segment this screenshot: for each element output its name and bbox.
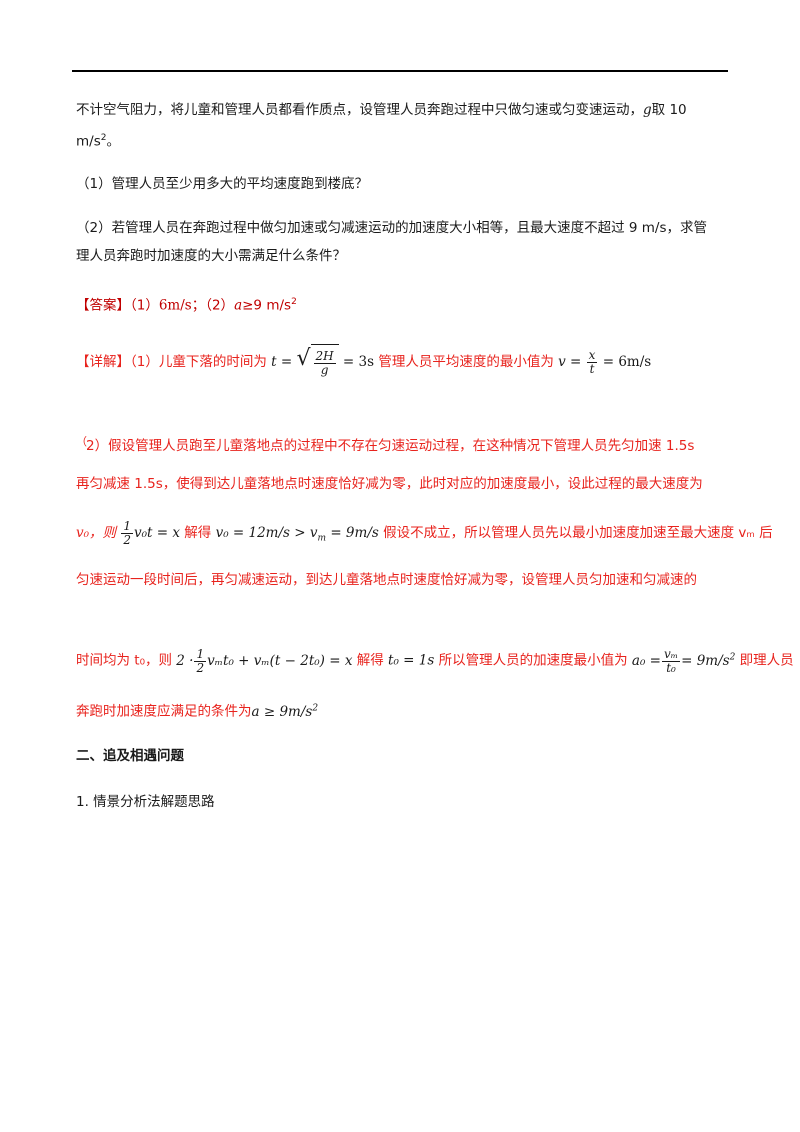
question-2-line-1: （2）若管理人员在奔跑过程中做匀加速或匀减速运动的加速度大小相等，且最大速度不超… (76, 220, 707, 236)
list-item: 1. 情景分析法解题思路 (76, 794, 215, 810)
detail-p2-line-4: 匀速运动一段时间后，再匀减速运动，到达儿童落地点时速度恰好减为零，设管理人员匀加… (76, 572, 697, 588)
detail-p2-line-1: 2）假设管理人员跑至儿童落地点的过程中不存在匀速运动过程，在这种情况下管理人员先… (86, 438, 695, 454)
answer-line: 【答案】（1）6m/s；（2）a≥9 m/s2 (76, 297, 297, 314)
problem-text-line-2: m/s2。 (76, 133, 120, 150)
question-2-line-2: 理人员奔跑时加速度的大小需满足什么条件？ (76, 248, 346, 264)
detail-p2-line-2: 再匀减速 1.5s，使得到达儿童落地点时速度恰好减为零，此时对应的加速度最小，设… (76, 476, 703, 492)
answer-tag: 【答案】 (76, 297, 130, 314)
question-1: （1）管理人员至少用多大的平均速度跑到楼底？ (76, 176, 369, 192)
section-heading: 二、追及相遇问题 (76, 748, 184, 764)
detail-p2-line-6: 奔跑时加速度应满足的条件为a ≥ 9m/s2 (76, 703, 319, 720)
problem-text-line-1: 不计空气阻力，将儿童和管理人员都看作质点，设管理人员奔跑过程中只做匀速或匀变速运… (76, 102, 687, 118)
detail-tag: 【详解】 (76, 354, 130, 370)
header-rule (72, 70, 728, 72)
paren-open: （ (76, 435, 87, 448)
